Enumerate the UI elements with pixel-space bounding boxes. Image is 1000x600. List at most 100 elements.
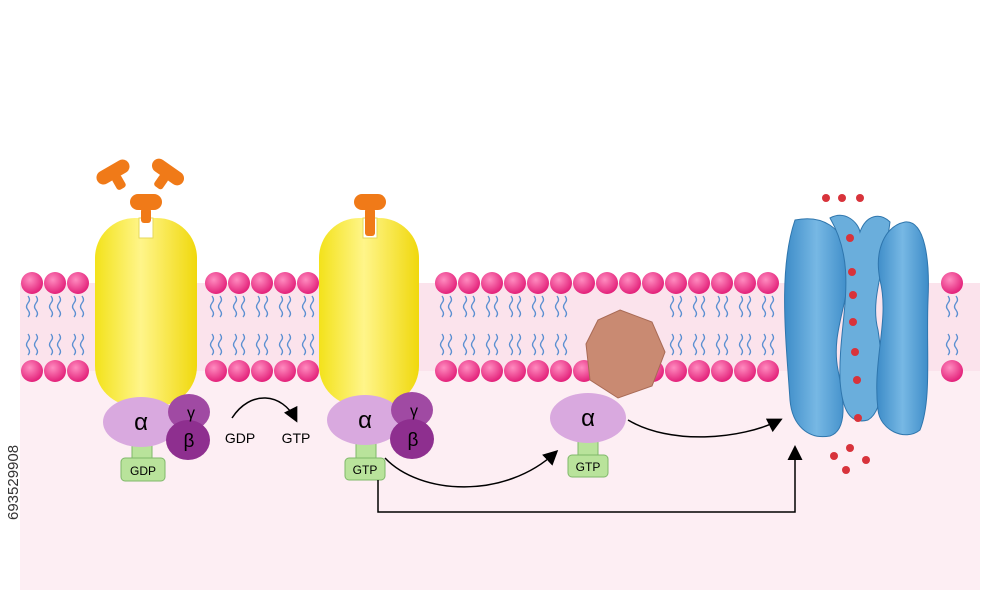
lipid-tail <box>746 333 752 356</box>
lipid-tail <box>439 333 445 356</box>
lipid-tail <box>746 295 752 318</box>
phospholipid-head <box>67 272 89 294</box>
ion <box>842 466 850 474</box>
exchange-to-label: GTP <box>282 430 311 446</box>
lipid-tail <box>508 333 514 356</box>
lipid-tail <box>485 333 491 356</box>
lipid-tail <box>255 333 261 356</box>
gdp-box <box>120 457 166 482</box>
lipid-tail <box>761 333 767 356</box>
alpha-subunit-2 <box>327 395 403 445</box>
ligand-free-3 <box>130 194 162 223</box>
lipid-tail <box>217 333 223 356</box>
effector-enzyme <box>585 309 666 399</box>
gamma-subunit-2 <box>391 392 433 428</box>
lipid-tail <box>562 333 568 356</box>
phospholipid-head <box>44 272 66 294</box>
lipid-tail <box>209 295 215 318</box>
lipid-tail <box>715 333 721 356</box>
lipid-tail <box>554 333 560 356</box>
lipid-tail <box>562 295 568 318</box>
lipid-tail <box>738 295 744 318</box>
lipid-tail <box>945 333 951 356</box>
ion <box>849 291 857 299</box>
phospholipid-head <box>481 360 503 382</box>
phospholipid-head <box>251 272 273 294</box>
gtp-label-2: GTP <box>576 460 601 474</box>
lipid-tail <box>56 333 62 356</box>
phospholipid-head <box>527 360 549 382</box>
phospholipid-head <box>297 360 319 382</box>
alpha-label-1: α <box>134 409 148 436</box>
alpha-gtp-free: α GTP <box>550 393 626 478</box>
ion <box>846 234 854 242</box>
ions <box>822 194 870 474</box>
phospholipid-head <box>504 272 526 294</box>
ion <box>856 194 864 202</box>
alpha-label-2: α <box>358 407 372 434</box>
ion <box>830 452 838 460</box>
phospholipid-head <box>458 272 480 294</box>
ion <box>862 456 870 464</box>
phospholipid-head <box>688 272 710 294</box>
g-protein-inactive: α γ β GDP <box>103 394 210 482</box>
lipid-tail <box>669 333 675 356</box>
lipid-tail <box>738 333 744 356</box>
lipid-tail <box>516 295 522 318</box>
gpcr-receptor-inactive <box>95 217 197 406</box>
lipid-tail <box>700 295 706 318</box>
lipid-tail <box>945 295 951 318</box>
lipid-tail <box>286 333 292 356</box>
lipid-tail <box>723 333 729 356</box>
lipid-tail <box>677 295 683 318</box>
phospholipid-head <box>573 272 595 294</box>
phospholipid-head <box>274 272 296 294</box>
phospholipid-head <box>21 360 43 382</box>
lipid-tail <box>462 333 468 356</box>
phospholipid-head <box>711 272 733 294</box>
lipid-tail <box>669 295 675 318</box>
phospholipid-head <box>527 272 549 294</box>
gamma-label-2: γ <box>410 403 418 420</box>
lipid-tail <box>240 295 246 318</box>
lipid-tail <box>470 333 476 356</box>
ion <box>822 194 830 202</box>
phospholipid-head <box>44 360 66 382</box>
ion <box>851 348 859 356</box>
beta-subunit-1 <box>166 420 210 460</box>
lipid-tail <box>25 333 31 356</box>
lipid-tail <box>485 295 491 318</box>
ion-channel <box>784 214 929 438</box>
lipid-tail <box>953 295 959 318</box>
gamma-subunit-1 <box>168 394 210 430</box>
phospholipid-head <box>619 272 641 294</box>
phospholipid-head <box>228 360 250 382</box>
lipid-tail <box>301 333 307 356</box>
beta-label-2: β <box>408 430 419 451</box>
lipid-tail <box>539 295 545 318</box>
lipid-tail <box>263 295 269 318</box>
phospholipid-head <box>297 272 319 294</box>
channel-left-subunit <box>784 218 849 438</box>
lipid-tail <box>516 333 522 356</box>
arrow-to-free-alpha <box>384 449 559 488</box>
ion <box>849 318 857 326</box>
lipid-tail <box>232 333 238 356</box>
arrow-effector-to-channel <box>627 418 783 438</box>
nucleotide-exchange: GDP GTP <box>225 397 311 446</box>
lipid-tail <box>217 295 223 318</box>
ligand-free-2 <box>151 158 185 190</box>
lipid-tail <box>48 295 54 318</box>
g-protein-active: α γ β GTP <box>327 392 434 481</box>
phospholipid-heads-inner <box>21 360 963 382</box>
lipid-tail <box>769 333 775 356</box>
phospholipid-heads-outer <box>21 272 963 294</box>
lipid-tail <box>723 295 729 318</box>
phospholipid-head <box>274 360 296 382</box>
lipid-tail <box>309 333 315 356</box>
gtp-label-1: GTP <box>353 463 378 477</box>
gamma-label-1: γ <box>187 405 195 422</box>
lipid-tail <box>508 295 514 318</box>
phospholipid-head <box>711 360 733 382</box>
phospholipid-head <box>734 360 756 382</box>
